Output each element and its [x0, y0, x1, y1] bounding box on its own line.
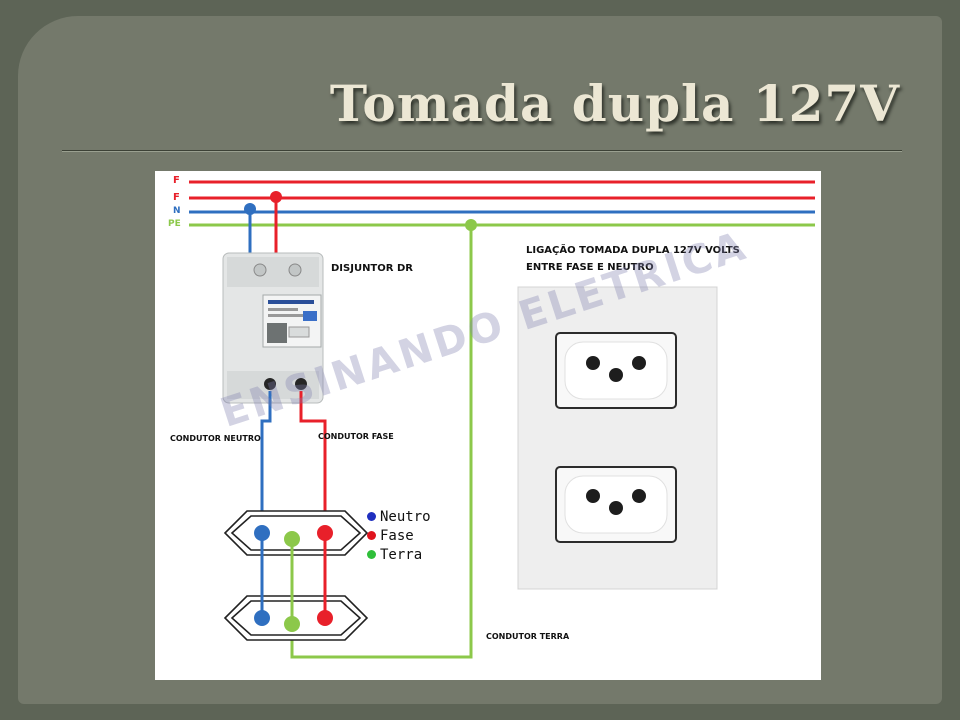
- breaker-label: DISJUNTOR DR: [331, 263, 413, 274]
- wiring-diagram: F F N PE DISJUNTOR DR LIGAÇÃO TOMADA DUP…: [155, 171, 821, 680]
- outlet1-neutral-terminal: [254, 525, 270, 541]
- double-socket-plate: [517, 286, 718, 590]
- earth-junction: [465, 219, 477, 231]
- legend-dot-terra: [367, 550, 376, 559]
- bus-label-pe: PE: [168, 219, 181, 229]
- color-legend: Neutro Fase Terra: [367, 507, 431, 564]
- heading-line-2: ENTRE FASE E NEUTRO: [526, 262, 654, 273]
- legend-label-terra: Terra: [380, 546, 423, 563]
- slide-title: Tomada dupla 127V: [329, 74, 900, 133]
- legend-dot-neutro: [367, 512, 376, 521]
- title-divider: [62, 150, 902, 152]
- outlet2-neutral-terminal: [254, 610, 270, 626]
- outlet1-earth-terminal: [284, 531, 300, 547]
- phase-conductor-label: CONDUTOR FASE: [318, 432, 394, 441]
- legend-item-fase: Fase: [367, 526, 431, 545]
- bus-label-n: N: [173, 206, 181, 216]
- phase-conductor-wire: [299, 391, 327, 618]
- heading-line-1: LIGAÇÃO TOMADA DUPLA 127V VOLTS: [526, 245, 740, 256]
- legend-dot-fase: [367, 531, 376, 540]
- outlet1-phase-terminal: [317, 525, 333, 541]
- legend-label-neutro: Neutro: [380, 508, 431, 525]
- outlet2-earth-terminal: [284, 616, 300, 632]
- phase-junction: [270, 191, 282, 203]
- wiring-diagram-svg: [189, 180, 815, 659]
- bus-label-f2: F: [173, 192, 180, 203]
- legend-label-fase: Fase: [380, 527, 414, 544]
- neutral-junction: [244, 203, 256, 215]
- bus-label-f1: F: [173, 175, 180, 186]
- breaker-device: [222, 252, 324, 404]
- legend-item-terra: Terra: [367, 545, 431, 564]
- neutral-conductor-label: CONDUTOR NEUTRO: [170, 434, 261, 443]
- legend-item-neutro: Neutro: [367, 507, 431, 526]
- earth-conductor-label: CONDUTOR TERRA: [486, 632, 570, 641]
- outlet2-phase-terminal: [317, 610, 333, 626]
